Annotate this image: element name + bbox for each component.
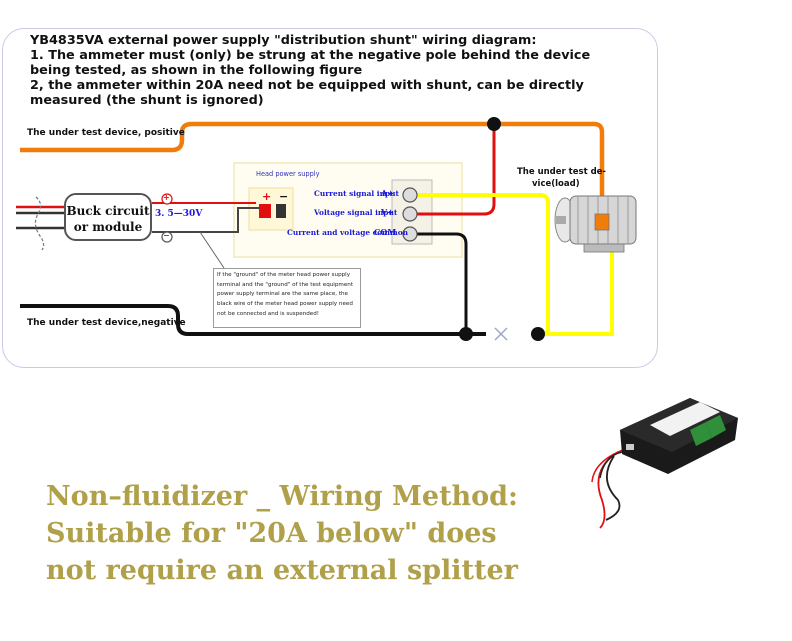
positive-wire: [20, 121, 605, 232]
com-screw: [402, 226, 418, 242]
buck-line-2: or module: [73, 220, 143, 234]
a-plus-screw: [402, 187, 418, 203]
buck-line-1: Buck circuit: [66, 204, 150, 218]
meter-photo: [591, 398, 738, 529]
v-plus-terminal: V+: [381, 207, 394, 217]
power-plus-terminal: [259, 204, 271, 218]
caption: Non–fluidizer _ Wiring Method: Suitable …: [46, 478, 518, 589]
caption-line-3: not require an external splitter: [46, 555, 518, 586]
positive-label: The under test device, positive: [27, 128, 185, 138]
note-line-3: power supply terminal are the same place…: [217, 291, 348, 298]
header-line-2: 1. The ammeter must (only) be strung at …: [30, 48, 591, 63]
junction-dot-right: [531, 327, 545, 341]
minus-sign: −: [163, 231, 170, 240]
ground-note: If the "ground" of the meter head power …: [213, 268, 361, 328]
meter-plus: +: [262, 190, 272, 203]
note-line-1: If the "ground" of the meter head power …: [217, 272, 351, 278]
load-label-2: vice(load): [532, 179, 580, 189]
voltage-input-label: Voltage signal input: [314, 208, 398, 217]
buck-out-negative: [152, 207, 270, 233]
voltage-range: 3. 5—30V: [155, 209, 203, 219]
current-input-label: Current signal input: [314, 189, 399, 198]
wire-break-curve: [34, 196, 45, 251]
break-mark: [494, 327, 508, 341]
buck-module: Buck circuit or module: [64, 193, 152, 241]
note-line-5: not be connected and is suspended!: [217, 310, 320, 317]
header-line-3: being tested, as shown in the following …: [30, 63, 363, 78]
negative-wire: [20, 304, 486, 336]
motor-load-icon: [554, 195, 637, 253]
negative-label: The under test device,negative: [27, 318, 186, 328]
plus-circle: [161, 193, 173, 205]
minus-circle: [161, 231, 173, 243]
junction-dot-top: [487, 117, 501, 131]
common-label: Current and voltage common: [287, 228, 409, 237]
note-pointer: [199, 231, 225, 269]
red-wire-a-plus: [412, 124, 496, 216]
load-label-1: The under test de-: [517, 167, 606, 177]
junction-dot-left: [459, 327, 473, 341]
plus-sign: +: [163, 193, 170, 202]
header-line-1: YB4835VA external power supply "distribu…: [30, 33, 537, 48]
power-minus-terminal: [276, 204, 286, 218]
note-line-2: terminal and the "ground" of the test eq…: [217, 281, 354, 288]
com-terminal: COM: [374, 227, 397, 237]
a-plus-terminal: A+: [381, 188, 394, 198]
note-line-4: black wire of the meter head power suppl…: [217, 301, 353, 308]
caption-line-1: Non–fluidizer _ Wiring Method:: [46, 481, 519, 512]
header-line-5: measured (the shunt is ignored): [30, 93, 264, 108]
meter-minus: −: [279, 190, 289, 203]
diagram-header: YB4835VA external power supply "distribu…: [30, 33, 590, 108]
header-line-4: 2, the ammeter within 20A need not be eq…: [30, 78, 584, 93]
com-wire: [412, 232, 468, 334]
head-power-supply: Head power supply: [256, 170, 320, 178]
caption-line-2: Suitable for "20A below" does: [46, 518, 497, 549]
yellow-wire-return: [540, 240, 614, 336]
v-plus-screw: [402, 206, 418, 222]
